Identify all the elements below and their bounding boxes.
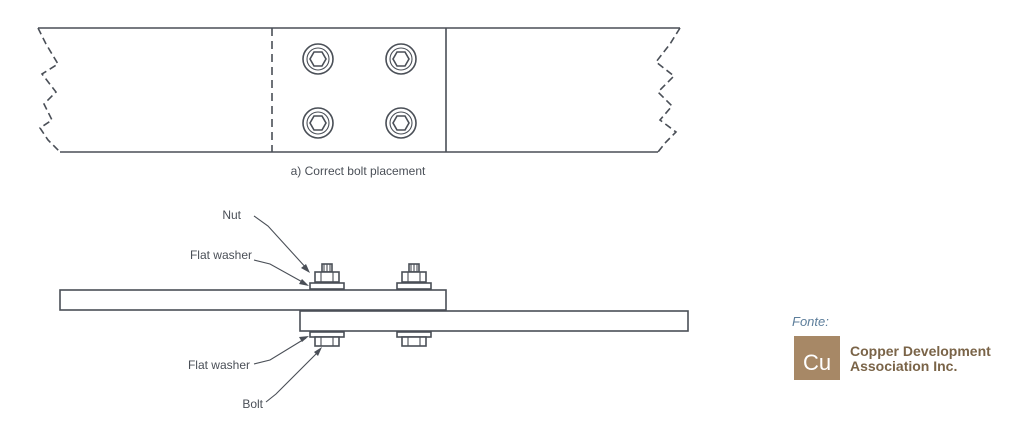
bolt-head-bottom-right bbox=[385, 107, 417, 139]
leader-lines bbox=[253, 215, 322, 403]
upper-bus-bar bbox=[59, 289, 447, 311]
bolt-assembly-right bbox=[396, 263, 432, 347]
organization-name-line1: Copper Development bbox=[850, 343, 991, 359]
bolt-assembly-left bbox=[309, 263, 345, 347]
organization-name-line2: Association Inc. bbox=[850, 358, 958, 374]
source-label: Fonte: bbox=[792, 314, 829, 329]
caption-correct-bolt-placement: a) Correct bolt placement bbox=[291, 164, 426, 178]
lower-bus-bar bbox=[299, 310, 689, 332]
label-nut: Nut bbox=[222, 208, 241, 222]
bolt-head-top-right bbox=[385, 43, 417, 75]
bolt-head-bottom-left bbox=[302, 107, 334, 139]
top-view-plate bbox=[37, 27, 681, 153]
label-flat-washer-bottom: Flat washer bbox=[188, 358, 250, 372]
bolt-head-top-left bbox=[302, 43, 334, 75]
cu-logo-mark: Cu bbox=[794, 336, 840, 380]
source-attribution: Fonte: Cu Copper Development Association… bbox=[792, 314, 1012, 394]
label-bolt: Bolt bbox=[242, 397, 263, 411]
label-flat-washer-top: Flat washer bbox=[190, 248, 252, 262]
organization-name: Copper Development Association Inc. bbox=[850, 344, 991, 374]
